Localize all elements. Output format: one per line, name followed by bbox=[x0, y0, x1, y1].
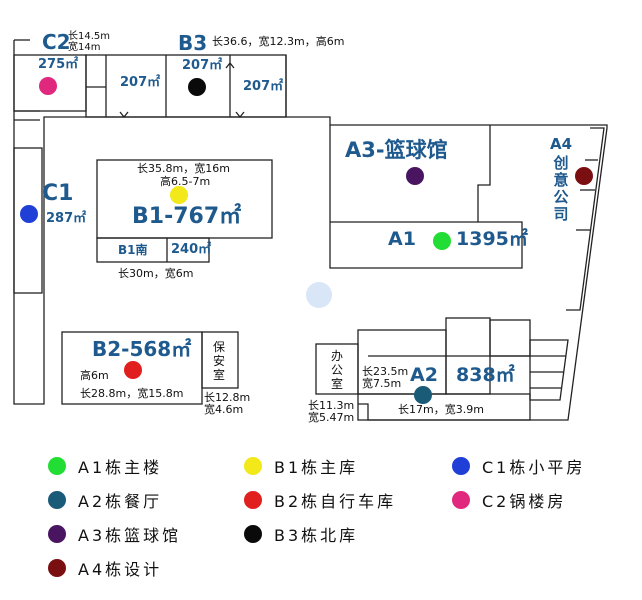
label-c1: C1 bbox=[42, 181, 74, 206]
legend-dot-a2 bbox=[48, 491, 66, 509]
legend-dot-c2 bbox=[452, 491, 470, 509]
label-b3-dims: 长36.6，宽12.3m，高6m bbox=[212, 35, 345, 48]
site-plan: C2 长14.5m 宽14m 275㎡ B3 长36.6，宽12.3m，高6m … bbox=[13, 30, 608, 424]
legend-dot-a4 bbox=[48, 559, 66, 577]
legend-item-a4: A4栋设计 bbox=[48, 556, 162, 580]
label-b1-dims: 长35.8m，宽16m bbox=[137, 162, 230, 175]
label-b1-south: B1南 bbox=[118, 243, 148, 257]
c1-building bbox=[13, 147, 43, 294]
legend-item-c1: C1栋小平房 bbox=[452, 454, 585, 478]
label-b3-room-2: 207㎡ bbox=[182, 58, 223, 73]
label-a1: A1 bbox=[388, 228, 416, 250]
label-a4: A4 bbox=[550, 135, 573, 153]
legend: A1栋主楼 B1栋主库 C1栋小平房 A2栋餐厅 B2栋自行车库 C2锅楼房 A… bbox=[0, 448, 642, 598]
label-b1-south-area: 240㎡ bbox=[171, 242, 212, 257]
label-office: 办公室 bbox=[330, 349, 343, 391]
label-a1-area: 1395㎡ bbox=[456, 228, 528, 250]
marker-b3[interactable] bbox=[188, 78, 206, 96]
legend-label-a1: A1栋主楼 bbox=[78, 458, 163, 477]
guard-room bbox=[201, 331, 239, 389]
label-guard-room: 保安室 bbox=[212, 340, 225, 382]
legend-label-b1: B1栋主库 bbox=[274, 458, 359, 477]
marker-b1[interactable] bbox=[170, 186, 188, 204]
label-office-dims: 长11.3m 宽5.47m bbox=[308, 399, 355, 424]
legend-label-a3: A3栋篮球馆 bbox=[78, 526, 182, 545]
legend-item-a2: A2栋餐厅 bbox=[48, 488, 162, 512]
marker-c2[interactable] bbox=[39, 77, 57, 95]
a3-a1-building bbox=[329, 125, 523, 269]
legend-label-c1: C1栋小平房 bbox=[482, 458, 586, 477]
plan-outlines bbox=[13, 39, 608, 421]
legend-item-b3: B3栋北库 bbox=[244, 522, 358, 546]
legend-label-b2: B2栋自行车库 bbox=[274, 492, 397, 511]
label-b1-height: 高6.5-7m bbox=[160, 175, 211, 188]
legend-dot-b2 bbox=[244, 491, 262, 509]
label-b2-height: 高6m bbox=[80, 369, 109, 382]
label-c2-dims: 长14.5m 宽14m bbox=[68, 31, 111, 53]
label-b1: B1-767㎡ bbox=[132, 204, 242, 229]
legend-dot-c1 bbox=[452, 457, 470, 475]
marker-a4[interactable] bbox=[575, 167, 593, 185]
label-b3: B3 bbox=[178, 31, 208, 55]
marker-a3[interactable] bbox=[406, 167, 424, 185]
legend-item-a3: A3栋篮球馆 bbox=[48, 522, 181, 546]
legend-label-a2: A2栋餐厅 bbox=[78, 492, 163, 511]
a4-building bbox=[566, 127, 605, 311]
label-a2-inner-dims: 长23.5m 宽7.5m bbox=[362, 365, 409, 390]
label-b2: B2-568㎡ bbox=[92, 337, 192, 361]
legend-label-a4: A4栋设计 bbox=[78, 560, 163, 579]
label-b1-south-dims: 长30m，宽6m bbox=[118, 267, 194, 280]
label-b3-room-3: 207㎡ bbox=[243, 79, 284, 94]
label-guard-dims: 长12.8m 宽4.6m bbox=[204, 391, 251, 416]
legend-dot-b1 bbox=[244, 457, 262, 475]
b1-south-building bbox=[96, 237, 210, 263]
label-c2-area: 275㎡ bbox=[38, 57, 79, 72]
label-a3: A3-篮球馆 bbox=[345, 138, 448, 162]
legend-label-b3: B3栋北库 bbox=[274, 526, 359, 545]
legend-item-a1: A1栋主楼 bbox=[48, 454, 162, 478]
label-b3-room-1: 207㎡ bbox=[120, 75, 161, 90]
legend-dot-a1 bbox=[48, 457, 66, 475]
label-a2-dims: 长17m，宽3.9m bbox=[398, 403, 484, 416]
legend-item-b2: B2栋自行车库 bbox=[244, 488, 396, 512]
legend-label-c2: C2锅楼房 bbox=[482, 492, 567, 511]
watermark-logo bbox=[306, 282, 332, 308]
marker-b2[interactable] bbox=[124, 361, 142, 379]
label-c1-area: 287㎡ bbox=[46, 211, 87, 226]
marker-a2[interactable] bbox=[414, 386, 432, 404]
legend-dot-b3 bbox=[244, 525, 262, 543]
label-a2-area: 838㎡ bbox=[456, 364, 515, 386]
label-a2: A2 bbox=[410, 364, 438, 386]
label-c2: C2 bbox=[42, 30, 71, 54]
label-b2-dims: 长28.8m，宽15.8m bbox=[80, 387, 184, 400]
marker-c1[interactable] bbox=[20, 205, 38, 223]
label-a4-vertical: 创意公司 bbox=[553, 154, 569, 223]
legend-dot-a3 bbox=[48, 525, 66, 543]
marker-a1[interactable] bbox=[433, 232, 451, 250]
legend-item-b1: B1栋主库 bbox=[244, 454, 358, 478]
legend-item-c2: C2锅楼房 bbox=[452, 488, 566, 512]
site-boundary bbox=[13, 40, 608, 421]
